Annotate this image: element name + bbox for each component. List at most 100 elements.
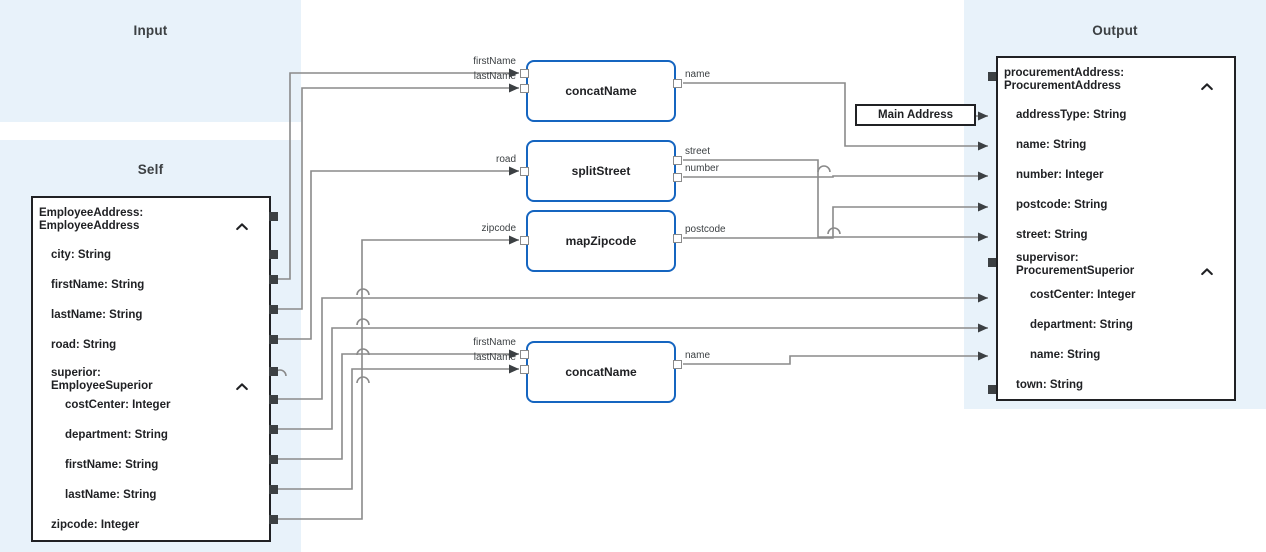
function-node-label: concatName	[565, 84, 637, 98]
output-field-row[interactable]: name: String	[996, 349, 1236, 362]
output-field-label: town: String	[1016, 379, 1084, 391]
output-field-row[interactable]: number: Integer	[996, 169, 1236, 182]
output-input-port[interactable]	[988, 72, 997, 81]
function-input-port-label: road	[495, 154, 516, 165]
self-field-label: lastName: String	[65, 489, 157, 501]
self-field-row[interactable]: road: String	[31, 339, 271, 352]
self-output-port[interactable]	[269, 515, 278, 524]
output-field-label: street: String	[1016, 229, 1088, 241]
function-node-mapzipcode[interactable]: mapZipcode	[526, 210, 676, 272]
self-collapse-chevron-up-icon[interactable]	[235, 380, 249, 394]
function-output-port-label: number	[685, 163, 719, 174]
output-zone-title: Output	[1092, 23, 1138, 38]
self-field-label: firstName: String	[51, 279, 145, 291]
function-node-concatname[interactable]: concatName	[526, 341, 676, 403]
output-field-row[interactable]: postcode: String	[996, 199, 1236, 212]
output-field-label: procurementAddress: ProcurementAddress	[1004, 67, 1125, 92]
self-output-port[interactable]	[269, 455, 278, 464]
self-output-port[interactable]	[269, 305, 278, 314]
input-zone-title: Input	[133, 23, 168, 38]
output-field-row[interactable]: supervisor: ProcurementSuperior	[996, 252, 1236, 278]
output-field-row[interactable]: costCenter: Integer	[996, 289, 1236, 302]
self-structure-box[interactable]	[31, 196, 271, 542]
output-field-row[interactable]: procurementAddress: ProcurementAddress	[996, 67, 1236, 93]
self-output-port[interactable]	[269, 250, 278, 259]
function-node-splitstreet[interactable]: splitStreet	[526, 140, 676, 202]
output-field-label: name: String	[1016, 139, 1087, 151]
output-field-row[interactable]: street: String	[996, 229, 1236, 242]
function-node-label: mapZipcode	[565, 234, 637, 248]
self-field-label: department: String	[65, 429, 168, 441]
self-output-port[interactable]	[269, 425, 278, 434]
output-structure-box[interactable]	[996, 56, 1236, 401]
self-field-label: superior: EmployeeSuperior	[51, 367, 153, 392]
self-zone-title: Self	[137, 162, 164, 177]
self-output-port[interactable]	[269, 485, 278, 494]
output-field-label: number: Integer	[1016, 169, 1104, 181]
function-output-port[interactable]	[673, 79, 682, 88]
self-field-label: EmployeeAddress: EmployeeAddress	[39, 207, 144, 232]
self-field-label: road: String	[51, 339, 117, 351]
function-input-port-label: zipcode	[481, 223, 516, 234]
output-field-label: department: String	[1030, 319, 1133, 331]
output-input-port[interactable]	[988, 258, 997, 267]
self-field-row[interactable]: superior: EmployeeSuperior	[31, 367, 271, 393]
self-field-row[interactable]: lastName: String	[31, 489, 271, 502]
function-output-port[interactable]	[673, 156, 682, 165]
self-field-row[interactable]: EmployeeAddress: EmployeeAddress	[31, 207, 271, 233]
function-output-port[interactable]	[673, 173, 682, 182]
output-input-port[interactable]	[988, 385, 997, 394]
output-collapse-chevron-up-icon[interactable]	[1200, 265, 1214, 279]
output-field-row[interactable]: addressType: String	[996, 109, 1236, 122]
function-node-concatname[interactable]: concatName	[526, 60, 676, 122]
function-input-port[interactable]	[520, 84, 529, 93]
function-input-port[interactable]	[520, 69, 529, 78]
function-input-port[interactable]	[520, 350, 529, 359]
function-output-port-label: name	[685, 69, 711, 80]
self-field-row[interactable]: lastName: String	[31, 309, 271, 322]
function-output-port-label: name	[685, 350, 711, 361]
output-field-row[interactable]: department: String	[996, 319, 1236, 332]
output-field-label: supervisor: ProcurementSuperior	[1016, 252, 1135, 277]
self-field-row[interactable]: department: String	[31, 429, 271, 442]
function-input-port-label: lastName	[473, 352, 516, 363]
self-field-row[interactable]: costCenter: Integer	[31, 399, 271, 412]
output-field-label: name: String	[1030, 349, 1101, 361]
output-field-row[interactable]: name: String	[996, 139, 1236, 152]
self-output-port[interactable]	[269, 367, 278, 376]
constant-node-main-address[interactable]: Main Address	[855, 104, 976, 126]
constant-node-label: Main Address	[878, 109, 953, 121]
self-field-row[interactable]: city: String	[31, 249, 271, 262]
function-node-label: concatName	[565, 365, 637, 379]
function-input-port-label: lastName	[473, 71, 516, 82]
self-collapse-chevron-up-icon[interactable]	[235, 220, 249, 234]
self-field-label: firstName: String	[65, 459, 159, 471]
function-input-port[interactable]	[520, 167, 529, 176]
self-field-row[interactable]: firstName: String	[31, 279, 271, 292]
self-field-row[interactable]: zipcode: Integer	[31, 519, 271, 532]
self-output-port[interactable]	[269, 395, 278, 404]
function-input-port-label: firstName	[473, 56, 516, 67]
self-field-row[interactable]: firstName: String	[31, 459, 271, 472]
self-field-label: city: String	[51, 249, 112, 261]
output-field-row[interactable]: town: String	[996, 379, 1236, 392]
function-output-port[interactable]	[673, 360, 682, 369]
function-node-label: splitStreet	[571, 164, 631, 178]
self-field-label: lastName: String	[51, 309, 143, 321]
function-output-port-label: street	[685, 146, 711, 157]
function-output-port-label: postcode	[685, 224, 726, 235]
self-field-label: zipcode: Integer	[51, 519, 140, 531]
output-field-label: addressType: String	[1016, 109, 1127, 121]
input-zone-panel	[0, 0, 301, 122]
function-input-port[interactable]	[520, 236, 529, 245]
self-output-port[interactable]	[269, 212, 278, 221]
output-field-label: postcode: String	[1016, 199, 1108, 211]
function-input-port-label: firstName	[473, 337, 516, 348]
function-output-port[interactable]	[673, 234, 682, 243]
self-output-port[interactable]	[269, 275, 278, 284]
function-input-port[interactable]	[520, 365, 529, 374]
self-output-port[interactable]	[269, 335, 278, 344]
output-field-label: costCenter: Integer	[1030, 289, 1136, 301]
output-collapse-chevron-up-icon[interactable]	[1200, 80, 1214, 94]
